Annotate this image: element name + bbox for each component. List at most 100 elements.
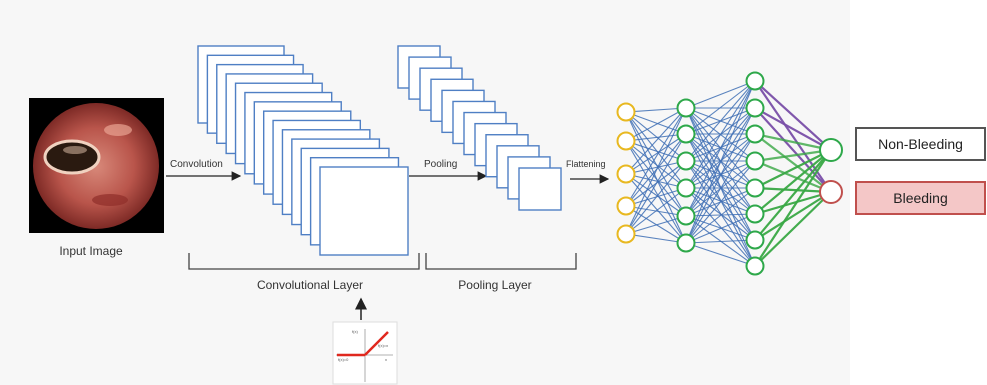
output-connection (754, 186, 832, 194)
hidden-neuron (745, 204, 765, 224)
hidden-neuron (745, 98, 765, 118)
network-nodes (616, 71, 843, 276)
conv-feature-map (319, 166, 409, 256)
network-connection (625, 140, 687, 244)
network-connection (625, 215, 687, 235)
network-connection (625, 160, 687, 175)
bleeding-output-box: Bleeding (855, 181, 986, 215)
pooling-label: Pooling (424, 159, 457, 170)
network-connection (625, 111, 687, 244)
network-connection (685, 80, 756, 189)
input-neuron (616, 131, 636, 151)
input-neuron (616, 164, 636, 184)
hidden-neuron (745, 256, 765, 276)
network-connection (625, 133, 687, 175)
network-connection (685, 107, 756, 244)
hidden-neuron (676, 206, 696, 226)
network-connection (625, 107, 687, 113)
output-neuron (819, 180, 843, 204)
network-connection (625, 187, 687, 235)
network-connection (625, 233, 687, 244)
hidden-neuron (745, 71, 765, 91)
network-connection (625, 133, 687, 142)
network-connection (685, 80, 756, 244)
input-neuron (616, 196, 636, 216)
relu-fx-eq-0-label: f(x)=0 (338, 357, 349, 362)
hidden-neuron (676, 233, 696, 253)
network-connection (685, 80, 756, 217)
network-connection (685, 213, 756, 244)
pooling-layer-label: Pooling Layer (458, 278, 531, 292)
pooled-feature-maps (397, 45, 562, 211)
input-neuron (616, 102, 636, 122)
relu-fx-eq-x-label: f(x)=x (378, 343, 388, 348)
hidden-neuron (745, 151, 765, 171)
network-connection (625, 107, 687, 175)
hidden-neuron (745, 230, 765, 250)
network-connection (685, 187, 756, 267)
output-connection (754, 149, 832, 215)
network-connection (685, 133, 756, 244)
input-image (29, 98, 164, 233)
hidden-neuron (676, 124, 696, 144)
hidden-neuron (745, 124, 765, 144)
network-connection (625, 173, 687, 244)
network-connection (625, 140, 687, 189)
output-connection (754, 159, 832, 194)
fully-connected-network (616, 71, 843, 276)
hidden-neuron (676, 151, 696, 171)
output-connection (754, 132, 832, 152)
output-connection (754, 191, 832, 267)
output-connection (754, 149, 832, 241)
network-connection (685, 242, 756, 267)
network-connection (625, 133, 687, 235)
relu-x-label: x (385, 357, 387, 362)
output-connection (754, 80, 832, 193)
network-connection (625, 107, 687, 235)
hidden-neuron (676, 98, 696, 118)
output-connection (754, 191, 832, 241)
network-connection (685, 80, 756, 109)
output-connection (754, 190, 832, 216)
convolutional-feature-maps (197, 45, 409, 256)
network-connection (625, 140, 687, 217)
network-connection (685, 160, 756, 244)
hidden-neuron (676, 178, 696, 198)
convolutional-layer-label: Convolutional Layer (257, 278, 363, 292)
hidden-neuron (745, 178, 765, 198)
pooled-feature-map (518, 167, 562, 211)
network-connection (625, 160, 687, 235)
network-connection (625, 111, 687, 189)
network-connection (685, 239, 756, 244)
convolutional-layer-bracket (188, 253, 420, 270)
network-connection (685, 187, 756, 241)
output-connection (754, 107, 832, 151)
output-connection (754, 107, 832, 193)
network-connection (685, 80, 756, 162)
output-connection (754, 149, 832, 189)
convolution-label: Convolution (170, 159, 223, 170)
output-neuron (819, 138, 843, 162)
network-connection (625, 111, 687, 162)
pooling-layer-bracket (425, 253, 577, 270)
relu-fx-label: f(x) (352, 329, 358, 334)
output-connection (754, 148, 832, 163)
flattening-label: Flattening (566, 159, 606, 169)
relu-activation-plot: f(x) f(x)=x f(x)=0 x (332, 321, 398, 385)
network-connection (625, 107, 687, 207)
network-connection (685, 80, 756, 135)
network-connection (625, 140, 687, 162)
network-connections (625, 80, 832, 267)
output-connection (754, 80, 832, 151)
non-bleeding-output-box: Non-Bleeding (855, 127, 986, 161)
network-connection (625, 107, 687, 142)
input-neuron (616, 224, 636, 244)
bleeding-label: Bleeding (893, 190, 948, 206)
network-connection (685, 187, 756, 244)
output-connection (754, 149, 832, 267)
non-bleeding-label: Non-Bleeding (878, 136, 963, 152)
input-image-label: Input Image (59, 244, 123, 258)
network-connection (625, 173, 687, 189)
network-connection (625, 173, 687, 217)
